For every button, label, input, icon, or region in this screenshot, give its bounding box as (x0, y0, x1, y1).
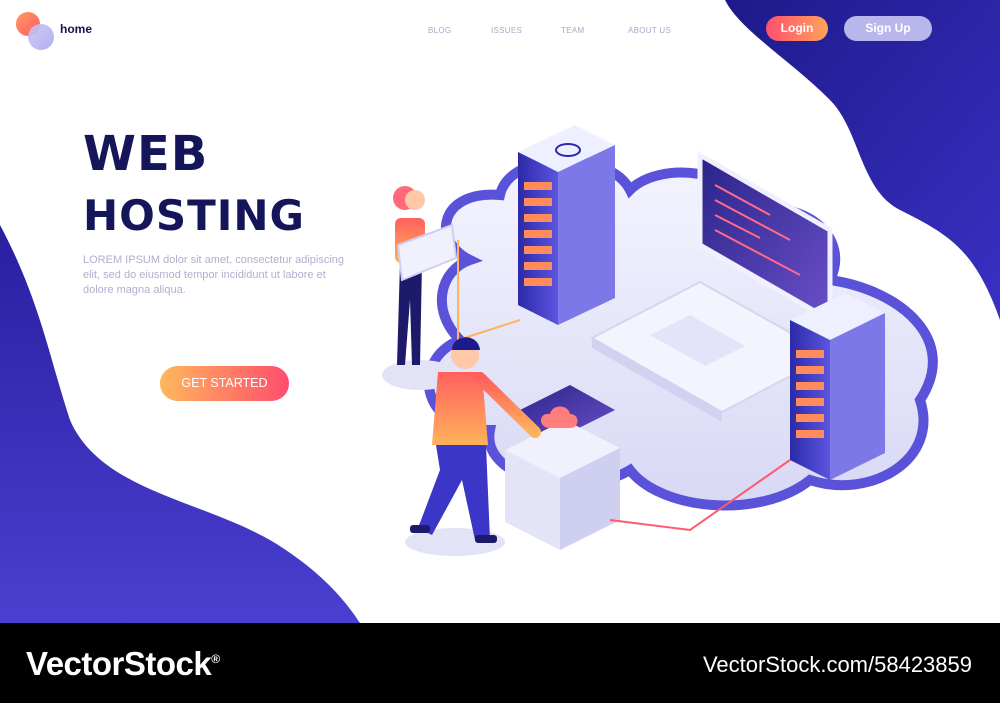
logo-circles-icon[interactable] (14, 12, 54, 52)
watermark-bar: VectorStock® VectorStock.com/58423859 (0, 623, 1000, 703)
nav-about-us[interactable]: ABOUT US (628, 26, 672, 35)
terminal-kiosk-icon (505, 385, 620, 550)
nav-blog[interactable]: BLOG (428, 26, 452, 35)
hero-description: LOREM IPSUM dolor sit amet, consectetur … (83, 254, 345, 296)
laptop-icon (589, 150, 833, 422)
home-link[interactable]: home (60, 22, 93, 36)
get-started-button[interactable]: GET STARTED (160, 366, 289, 401)
nav-issues[interactable]: ISSUES (491, 26, 523, 35)
logo-lavender-circle (28, 24, 54, 50)
hero-title-line2: HOSTING (83, 191, 306, 240)
server-rack-icon-2 (790, 293, 885, 480)
hero-title-line1: WEB (83, 126, 209, 182)
registered-mark: ® (211, 652, 220, 666)
login-button[interactable]: Login (766, 16, 828, 41)
person-icon-2 (405, 337, 541, 556)
watermark-brand-text: VectorStock (26, 645, 212, 682)
cable-red (609, 459, 791, 532)
watermark-url: VectorStock.com/58423859 (702, 652, 972, 677)
signup-button[interactable]: Sign Up (844, 16, 932, 41)
landing-page: home BLOG ISSUES TEAM ABOUT US Login Sig… (0, 0, 1000, 623)
background-shapes (0, 0, 1000, 623)
nav-team[interactable]: TEAM (561, 26, 585, 35)
watermark-brand: VectorStock® (26, 645, 220, 683)
server-rack-icon (518, 125, 615, 325)
web-hosting-illustration (382, 125, 938, 556)
left-blob (0, 225, 360, 623)
top-right-blob (725, 0, 1000, 320)
